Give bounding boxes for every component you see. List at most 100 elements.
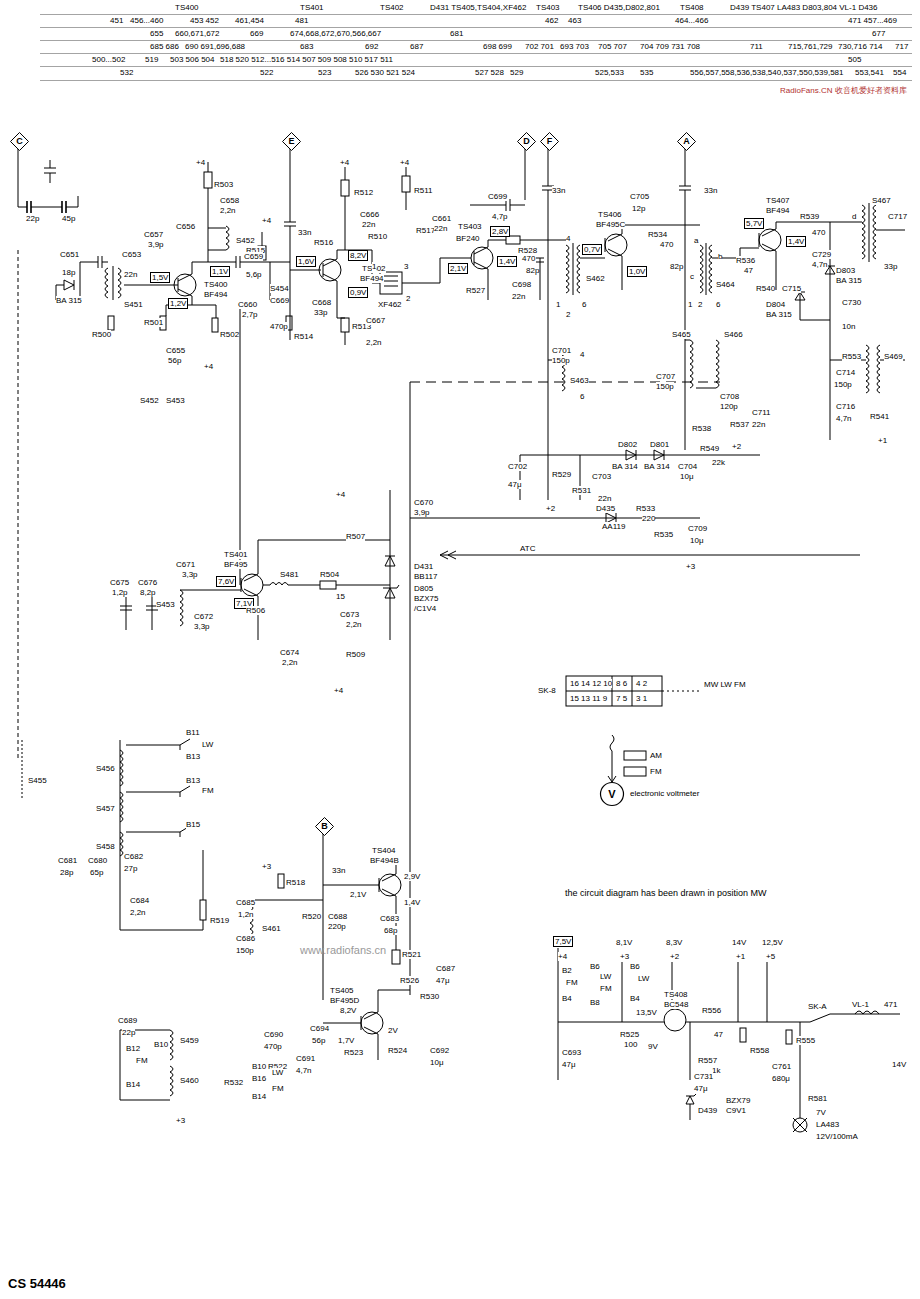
component-label: C693 [562,1048,581,1057]
component-label: D805 [414,584,433,593]
component-label: TS407 [766,196,790,205]
component-label: 18p [62,268,75,277]
component-label: B6 [630,962,640,971]
component-label: S465 [672,330,691,339]
component-label: R556 [702,1006,721,1015]
component-label: S454 [270,284,289,293]
component-label: LW [272,1068,283,1077]
component-label: 523 [318,68,331,77]
component-label: a [694,236,698,245]
component-label: C692 [430,1046,449,1055]
component-label: 685 686 [150,42,179,51]
voltage-box: 0,9V [348,287,368,298]
component-label: 150p [834,380,852,389]
component-label: 518 520 512...516 514 507 509 508 510 51… [220,55,393,64]
component-label: C651 [60,250,79,259]
component-label: MW LW FM [704,680,746,689]
component-label: 1k [712,1066,720,1075]
component-label: D803 [836,266,855,275]
component-label: 462 [545,16,558,25]
component-label: 4 [580,350,584,359]
component-label: 33n [332,866,345,875]
component-label: C688 [328,912,347,921]
component-label: 22n [598,494,611,503]
component-label: 4,7n [812,260,828,269]
component-label: B14 [252,1092,266,1101]
component-label: 464...466 [675,16,708,25]
component-label: 22n [752,420,765,429]
component-label: 471 [884,1000,897,1009]
component-label: 687 [410,42,423,51]
component-label: C687 [436,964,455,973]
component-label: 3 [404,262,408,271]
component-label: FM [136,1056,148,1065]
component-label: R539 [800,212,819,221]
component-label: 33p [884,262,897,271]
component-label: 6 [716,300,720,309]
component-label: 45p [62,214,75,223]
component-label: 715,761,729 [788,42,833,51]
component-label: R526 [400,976,419,985]
component-label: /C1V4 [414,604,436,613]
component-label: LW [202,740,213,749]
component-label: SK-A [808,1002,827,1011]
component-label: 470p [264,1042,282,1051]
component-label: TS400 [175,3,199,12]
component-label: C698 [512,280,531,289]
component-label: 82p [670,262,683,271]
component-label: 47 [714,1030,723,1039]
voltage-box: 5,7V [744,218,764,229]
component-label: S458 [96,842,115,851]
component-label: 68p [384,926,397,935]
component-label: C761 [772,1062,791,1071]
component-label: R549 [700,444,719,453]
component-label: TS400 [204,280,228,289]
component-label: C691 [296,1054,315,1063]
component-label: C731 [694,1072,713,1081]
component-label: 13,5V [636,1008,657,1017]
node-label: B [321,822,328,831]
component-label: BA 315 [56,296,82,305]
voltage-box: 1,2V [168,298,188,309]
connector-marker: B [315,817,334,836]
component-label: 150p [552,356,570,365]
component-label: C716 [836,402,855,411]
component-label: C659 [244,252,263,261]
voltage-box: 1,4V [497,256,517,267]
component-label: S456 [96,764,115,773]
component-label: 698 699 [483,42,512,51]
component-label: +1 [878,436,887,445]
component-label: C656 [176,222,195,231]
component-label: BC548 [664,1000,688,1009]
node-label: V [608,790,615,799]
component-label: 522 [260,68,273,77]
component-label: 220 [642,514,655,523]
component-label: 1,2p [112,588,128,597]
component-label: 470 [522,254,535,263]
meter-circle [601,783,624,806]
component-label: 6 [580,392,584,401]
component-label: 100 [624,1040,637,1049]
component-label: C683 [380,914,399,923]
component-label: R517 [416,226,435,235]
component-label: +3 [686,562,695,571]
component-label: 22k [712,458,725,467]
component-label: B10 [252,1062,266,1071]
component-label: R553 [842,352,861,361]
component-label: R520 [302,912,321,921]
component-label: +4 [262,216,271,225]
component-label: 27p [124,864,137,873]
component-label: C689 [118,1016,137,1025]
component-label: 503 506 504 [170,55,215,64]
component-label: VL-1 [852,1000,869,1009]
connector-marker: F [540,132,559,151]
component-label: D435 [596,504,615,513]
component-label: 8,1V [616,938,632,947]
component-label: S452 [236,236,255,245]
component-label: +4 [558,952,567,961]
component-label: 2 [566,310,570,319]
node-label: 5,7V [746,219,762,228]
node-label: 2,1V [450,264,466,273]
node-label: C [16,137,23,146]
component-label: 16 14 12 10 [570,679,612,688]
